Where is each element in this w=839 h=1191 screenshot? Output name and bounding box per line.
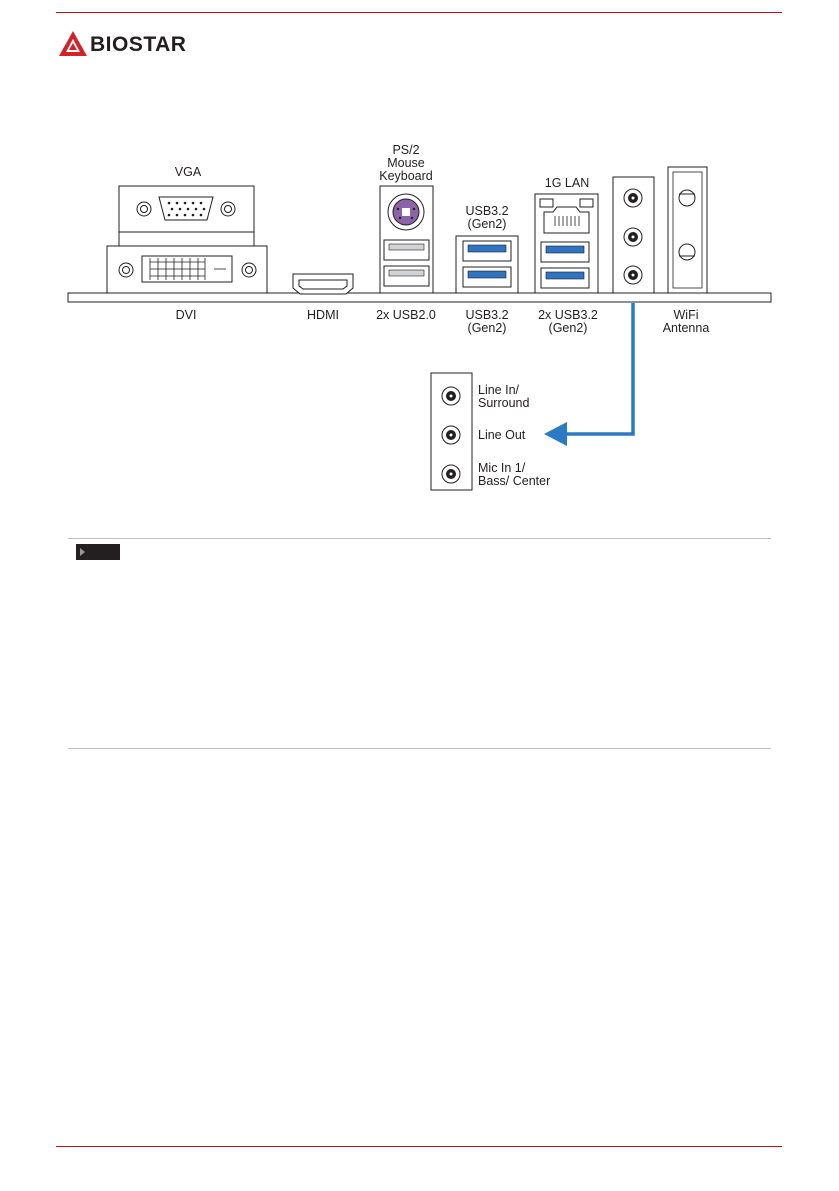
ps2-label-line3: Keyboard xyxy=(370,170,442,183)
note-tag-icon xyxy=(76,544,120,560)
ps2-usb20-stack xyxy=(380,186,433,293)
note-top-rule xyxy=(68,538,771,539)
dvi-port xyxy=(107,246,267,293)
lan-usb32-stack xyxy=(535,194,598,293)
vga-label: VGA xyxy=(168,166,208,179)
hdmi-port xyxy=(293,274,353,294)
vga-port xyxy=(119,186,254,246)
usb32-2x-label-line2: (Gen2) xyxy=(528,322,608,335)
wifi-antenna-bracket xyxy=(668,167,707,293)
line-out-label: Line Out xyxy=(478,429,525,442)
lan-label: 1G LAN xyxy=(532,177,602,190)
footer-rule xyxy=(56,1146,782,1147)
usb32-stack xyxy=(456,236,518,293)
usb32-top-label-line2: (Gen2) xyxy=(452,218,522,231)
audio-jack-stack xyxy=(613,177,654,293)
usb20-label: 2x USB2.0 xyxy=(366,309,446,322)
back-panel-diagram xyxy=(0,0,839,540)
dvi-label: DVI xyxy=(166,309,206,322)
usb32-bottom-label-line2: (Gen2) xyxy=(452,322,522,335)
hdmi-label: HDMI xyxy=(298,309,348,322)
note-bottom-rule xyxy=(68,748,771,749)
mic-in-label-line2: Bass/ Center xyxy=(478,475,550,488)
wifi-label-line2: Antenna xyxy=(656,322,716,335)
audio-detail-box xyxy=(431,373,472,490)
line-in-label-line2: Surround xyxy=(478,397,529,410)
